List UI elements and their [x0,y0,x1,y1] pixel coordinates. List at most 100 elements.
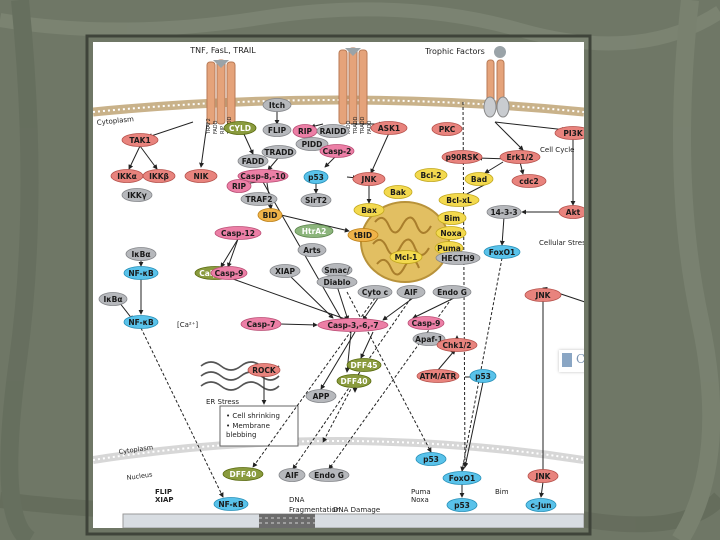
node-htra2: HtrA2 [294,224,334,238]
node-label: HECTH9 [441,254,475,263]
pathway-arrow [463,381,484,468]
node-label: Casp-9 [215,269,244,278]
node-i-b: IκBα [98,292,128,306]
node-tbid: tBID [347,228,379,242]
node-nf-b: NF-κB [123,315,159,329]
node-label: RIP [298,127,313,136]
pathway-arrow [494,121,524,151]
node-label: Endo G [314,471,344,480]
node-label: Akt [566,208,581,217]
node-nik: NIK [184,169,218,183]
node-label: FoxO1 [449,474,475,483]
pathway-arrow [289,275,334,319]
nuclear-membrane [93,437,584,464]
node-casp-8-10: Casp-8,-10 [237,169,289,183]
dna-pattern [259,514,315,528]
apoptosis-outcome-box [219,405,299,447]
node-label: Cyto c [362,288,388,297]
node-ask1: ASK1 [370,121,408,135]
node-atm-atr: ATM/ATR [416,369,460,383]
pathway-arrow [519,161,525,175]
death-receptor-left [206,59,236,125]
node-label: Noxa [440,229,461,238]
node-bax: Bax [353,203,385,217]
node-label: DFF40 [230,470,257,479]
node-flip: FLIP [262,123,292,137]
node-nf-b: NF-κB [123,266,159,280]
node-label: BID [263,211,278,220]
annotation-label: Cell Cycle [540,146,574,154]
node-label: ATM/ATR [420,372,457,381]
node-label: AIF [404,288,418,297]
trophic-factor-receptor [483,46,510,118]
annotation-label: Cellular Stress [539,239,584,247]
cell-signaling-logo-icon [562,353,572,367]
pathway-arrow [460,257,503,472]
node-aif: AIF [278,468,306,482]
node-label: Casp-8,-10 [240,172,285,181]
node-label: NF-κB [218,500,244,509]
annotation-label: Noxa [411,496,429,504]
node-p53: p53 [446,498,478,512]
node-label: SirT2 [305,196,327,205]
node-label: p90RSK [446,153,480,162]
receptor-adaptor-label: TRADD [353,116,359,135]
node-xiap: XIAP [269,264,301,278]
node-bid: BID [257,208,283,222]
pathway-arrow [539,481,545,498]
pathway-arrow [220,238,239,268]
node-casp-9: Casp-9 [210,266,248,280]
node-label: c-Jun [530,501,551,510]
node-pkc: PKC [431,122,463,136]
node-label: Casp-3,-6,-7 [327,321,378,330]
node-label: Smac/ [324,266,350,275]
pathway-arrow [494,121,567,133]
node-hecth9: HECTH9 [435,251,481,265]
node-label: IκBα [132,250,151,259]
node-jnk: JNK [524,288,562,302]
watermark: Cell Signaling [559,350,584,372]
node-casp-3-6-7: Casp-3,-6,-7 [317,318,389,332]
node-chk1-2: Chk1/2 [436,338,478,352]
node-tak1: TAK1 [121,133,159,147]
node-ikk: IKKα [110,169,144,183]
node-label: IKKα [117,172,137,181]
node-label: JNK [535,472,552,481]
node-p53: p53 [415,452,447,466]
pathway-arrow [382,297,414,321]
pathway-arrow [147,121,194,139]
pathway-arrow [412,297,455,319]
node-dff40: DFF40 [222,467,264,481]
node-label: p53 [475,372,491,381]
node-label: FADD [242,157,265,166]
node-14-3-3: 14-3-3 [486,205,522,219]
annotation-label: Bim [495,488,509,496]
node-pidd: PIDD [295,137,329,151]
node-app: APP [305,389,337,403]
receptor-adaptor-label: RIP [220,126,226,134]
node-label: NF-κB [128,269,154,278]
node-label: Itch [269,101,285,110]
node-bim: Bim [437,211,467,225]
node-label: APP [313,392,330,401]
node-endo-g: Endo G [308,468,350,482]
node-rip: RIP [292,124,318,138]
node-label: DFF45 [351,361,378,370]
node-itch: Itch [262,98,292,112]
pathway-arrow [232,278,349,321]
node-p53: p53 [303,170,329,184]
node-label: PIDD [302,140,323,149]
annotation-label: • Membrane [226,422,270,430]
node-label: Mcl-1 [395,253,418,262]
pathway-arrow [227,238,239,268]
compartment-label: Nucleus [126,470,153,482]
pathway-arrow [370,132,390,174]
pathway-arrow [484,161,504,174]
pathway-arrow [140,327,224,498]
pathway-arrow [280,214,350,233]
node-akt: Akt [558,205,584,219]
pathway-arrow [336,285,350,321]
node-label: ASK1 [378,124,400,133]
